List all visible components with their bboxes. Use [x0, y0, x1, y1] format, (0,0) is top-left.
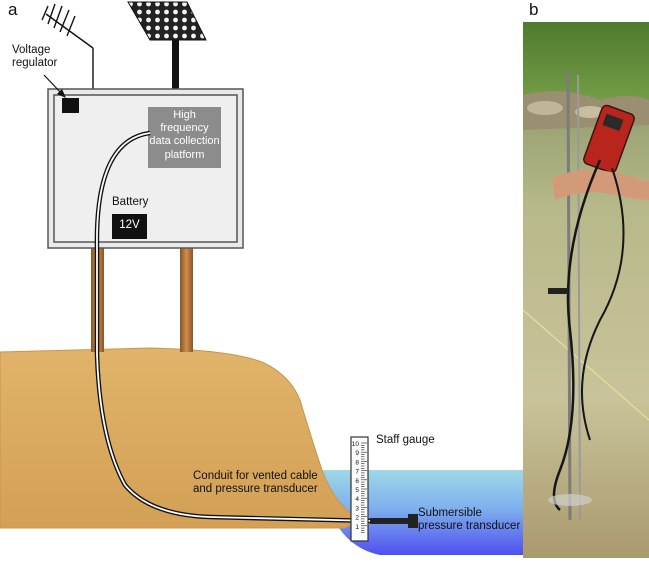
- conduit-label: Conduit for vented cable and pressure tr…: [193, 470, 318, 496]
- antenna-icon: [41, 3, 94, 90]
- voltage-regulator-unit: [62, 98, 79, 113]
- post-right: [180, 248, 193, 352]
- river-bank: [0, 347, 362, 529]
- battery-label: Battery: [112, 196, 149, 208]
- regulator-arrow: [43, 74, 66, 98]
- water-body: [318, 470, 523, 555]
- gauge-tick-label: 9: [355, 450, 359, 457]
- solar-panel-icon: [127, 1, 207, 90]
- panel-label-b: b: [529, 0, 539, 19]
- staff-gauge-label: Staff gauge: [376, 434, 435, 446]
- data-platform-box: [148, 107, 221, 168]
- staff-gauge: [350, 436, 369, 542]
- gauge-tick-label: 2: [355, 515, 359, 522]
- data-platform-label-line2: frequency: [160, 122, 209, 135]
- data-platform-label-line3: data collection: [149, 135, 220, 148]
- data-platform-label-line1: High: [173, 109, 196, 121]
- field-photo: [522, 22, 649, 558]
- gauge-tick-label: 7: [355, 469, 359, 476]
- staff-gauge-ticks: 10 9 8 7 6 5 4 3 2 1: [352, 441, 367, 534]
- battery-voltage-label: 12V: [119, 219, 140, 231]
- cable-core: [96, 132, 376, 522]
- conduit-label-line2: and pressure transducer: [193, 483, 318, 496]
- gauge-tick-label: 4: [355, 496, 359, 503]
- gauge-tick-label: 1: [355, 524, 359, 531]
- pressure-transducer: [370, 514, 418, 528]
- transducer-label-line1: Submersible: [418, 507, 482, 519]
- gauge-tick-label: 6: [355, 478, 359, 485]
- data-platform-label: High frequency data collection platform: [148, 109, 221, 162]
- gauge-tick-label: 3: [355, 505, 359, 512]
- transducer-label-line2: pressure transducer: [418, 520, 521, 533]
- battery-box: [112, 214, 147, 239]
- gauge-tick-label: 5: [355, 487, 359, 494]
- data-platform-label-line4: platform: [164, 148, 205, 161]
- voltage-regulator-label: Voltage regulator: [12, 44, 57, 70]
- panel-label-a: a: [8, 0, 18, 19]
- gauge-tick-label: 8: [355, 459, 359, 466]
- gauge-tick-label: 10: [352, 441, 360, 448]
- conduit-label-line1: Conduit for vented cable: [193, 470, 318, 482]
- voltage-regulator-label-line1: Voltage: [12, 44, 51, 56]
- voltage-regulator-label-line2: regulator: [12, 57, 58, 70]
- transducer-label: Submersible pressure transducer: [418, 507, 520, 533]
